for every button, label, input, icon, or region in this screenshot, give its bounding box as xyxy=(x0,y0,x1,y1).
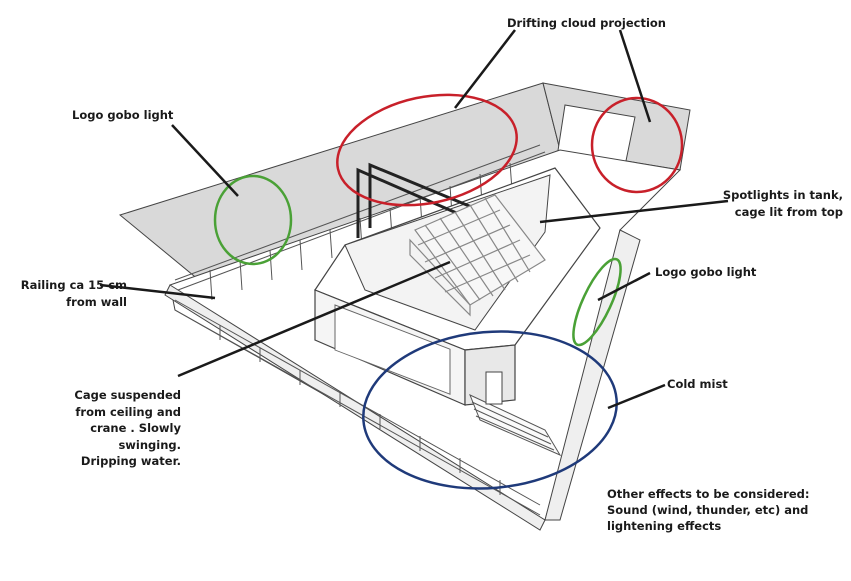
railing-label-line1: Railing ca 15 cm xyxy=(20,278,127,292)
other-effects-line1: Other effects to be considered: xyxy=(607,487,810,501)
spotlights-label-line2: cage lit from top xyxy=(734,205,843,219)
drifting-cloud-label: Drifting cloud projection xyxy=(507,16,666,30)
cage-label-line4: swinging. xyxy=(118,438,181,452)
leader-lines xyxy=(99,29,729,410)
right-wall-edge xyxy=(544,229,641,521)
cold-mist-label: Cold mist xyxy=(667,377,728,391)
mist-marker xyxy=(362,330,618,490)
cloud-marker-left xyxy=(336,93,518,207)
spotlights-label-line1: Spotlights in tank, xyxy=(722,188,843,202)
cloud-marker-right xyxy=(590,96,684,194)
cage-label-line5: Dripping water. xyxy=(80,454,181,468)
cage xyxy=(409,194,546,317)
stairs xyxy=(469,394,562,457)
logo-gobo-right-label: Logo gobo light xyxy=(655,265,757,279)
tank-panel xyxy=(334,304,451,395)
other-effects-line2: Sound (wind, thunder, etc) and xyxy=(607,503,809,517)
gobo-marker-right xyxy=(572,257,622,347)
logo-gobo-left-label: Logo gobo light xyxy=(72,108,174,122)
railing-front xyxy=(174,299,541,516)
other-effects-line3: lightening effects xyxy=(607,519,722,533)
railing-label-line2: from wall xyxy=(66,295,127,309)
gobo-marker-left xyxy=(213,174,293,266)
cage-label-line2: from ceiling and xyxy=(75,405,181,419)
stair-pillar xyxy=(485,371,503,405)
cage-label-line3: crane . Slowly xyxy=(90,421,181,435)
cage-label-line1: Cage suspended xyxy=(74,388,181,402)
